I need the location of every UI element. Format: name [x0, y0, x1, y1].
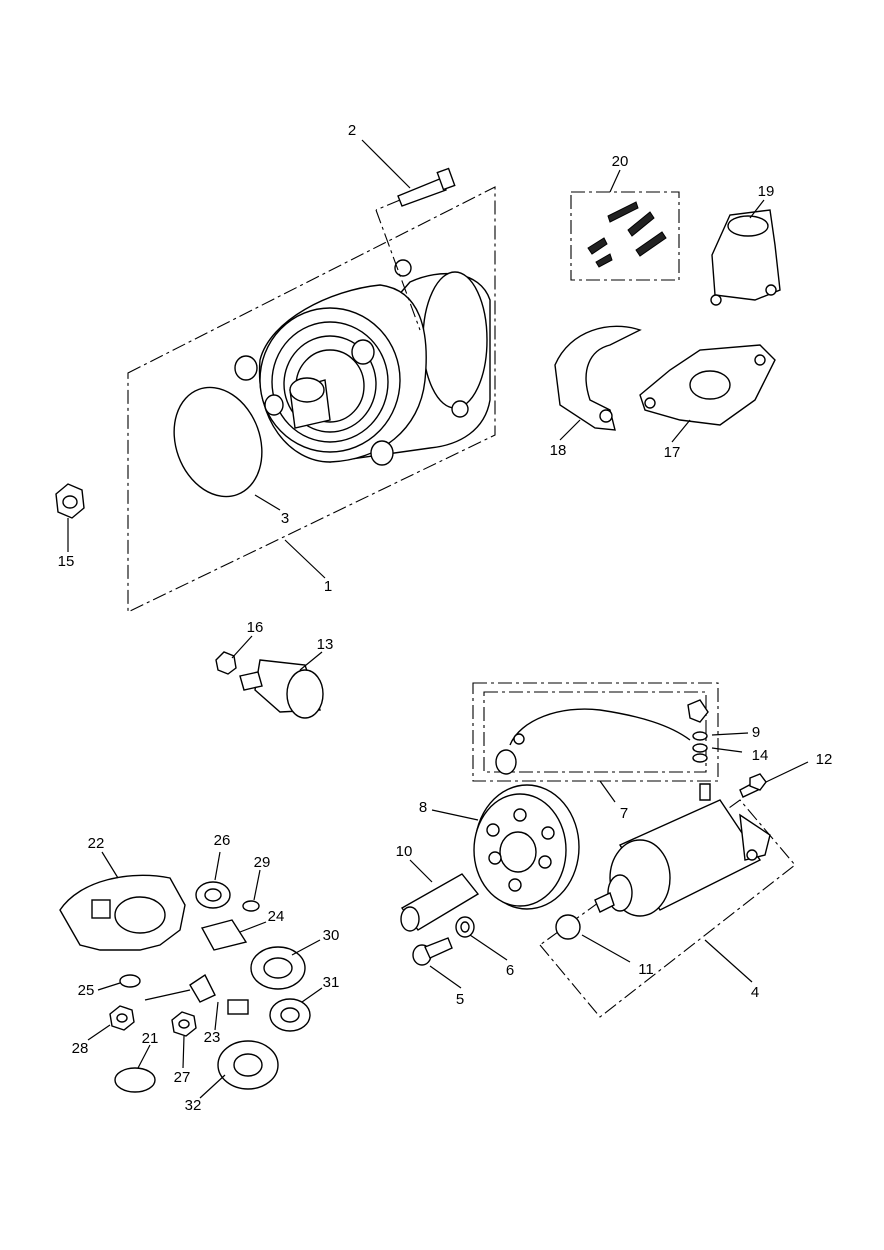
part-label-20: 20	[612, 153, 629, 170]
bearing-30	[250, 946, 306, 990]
part-label-15: 15	[58, 553, 75, 570]
gear-8	[473, 784, 580, 910]
part-label-16: 16	[247, 619, 264, 636]
part-label-1: 1	[324, 578, 332, 595]
part-label-2: 2	[348, 122, 356, 139]
part-label-24: 24	[268, 908, 285, 925]
bolt-12	[739, 773, 767, 798]
nut-27	[171, 1011, 197, 1037]
part-label-13: 13	[317, 636, 334, 653]
part-label-9: 9	[752, 724, 760, 741]
washer-29	[242, 900, 260, 912]
nut-15	[55, 483, 85, 519]
part-label-17: 17	[664, 444, 681, 461]
circlip-21	[114, 1067, 156, 1093]
part-labels: 2 20 19 3 15 1 18 17 16 13 9 14 12 7 8 1…	[58, 122, 833, 1114]
starter-motor-4	[539, 783, 796, 1018]
washer-6	[455, 916, 475, 938]
oil-seal-26	[195, 881, 231, 909]
alternator-body	[234, 259, 491, 466]
part-label-10: 10	[396, 843, 413, 860]
part-label-30: 30	[323, 927, 340, 944]
part-label-22: 22	[88, 835, 105, 852]
part-label-19: 19	[758, 183, 775, 200]
clip-24	[200, 919, 248, 951]
part-label-7: 7	[620, 805, 628, 822]
alternator-group	[127, 167, 496, 613]
part-label-21: 21	[142, 1030, 159, 1047]
brush-holder-19	[710, 209, 781, 306]
part-label-23: 23	[204, 1029, 221, 1046]
cable-7	[472, 682, 719, 782]
part-label-4: 4	[751, 984, 759, 1001]
part-label-14: 14	[752, 747, 769, 764]
screw-set-20	[570, 191, 680, 281]
part-label-28: 28	[72, 1040, 89, 1057]
part-label-6: 6	[506, 962, 514, 979]
part-label-11: 11	[638, 961, 654, 978]
part-label-27: 27	[174, 1069, 191, 1086]
bearing-31	[269, 998, 311, 1032]
part-label-31: 31	[323, 974, 340, 991]
part-label-18: 18	[550, 442, 567, 459]
part-label-5: 5	[456, 991, 464, 1008]
plate-17	[639, 344, 776, 426]
solenoid-13	[215, 651, 324, 719]
part-label-32: 32	[185, 1097, 202, 1114]
part-label-3: 3	[281, 510, 289, 527]
stator-plate-18	[554, 325, 642, 431]
part-label-29: 29	[254, 854, 271, 871]
part-label-25: 25	[78, 982, 95, 999]
brush-plate-22	[59, 874, 186, 951]
leader-lines	[67, 139, 809, 1099]
bolt-2	[375, 167, 456, 331]
nut-28	[109, 1005, 135, 1031]
part-label-8: 8	[419, 799, 427, 816]
part-label-26: 26	[214, 832, 231, 849]
bolt-5	[412, 937, 453, 966]
washer-25	[119, 974, 141, 988]
part-label-12: 12	[816, 751, 833, 768]
shaft-10	[400, 873, 480, 932]
bearing-32	[217, 1040, 279, 1090]
brush-23	[144, 973, 249, 1015]
